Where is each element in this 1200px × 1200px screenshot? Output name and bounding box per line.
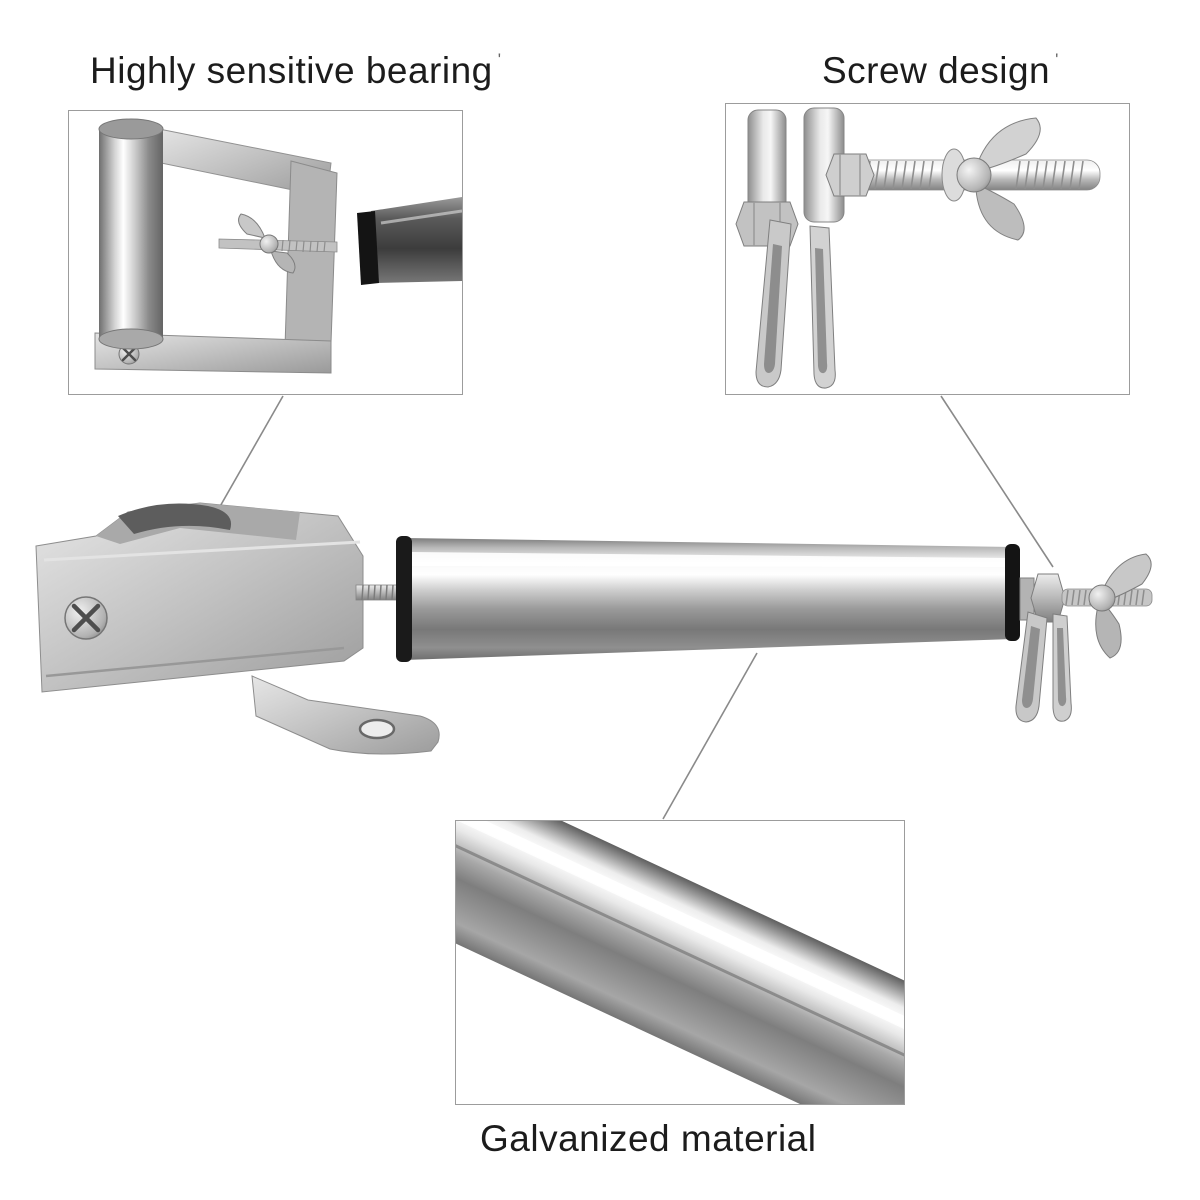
flange-hole [358, 718, 396, 740]
bearing-roller [98, 118, 164, 350]
label-tick: ' [497, 50, 502, 69]
wing-lower [1095, 603, 1122, 659]
fork-blades-detail [755, 219, 836, 389]
inset-screw-detail [725, 103, 1130, 395]
mount-flange [251, 675, 440, 755]
callout-label-screw: Screw design' [822, 50, 1059, 92]
roller-tube [396, 536, 1020, 662]
callout-label-material: Galvanized material [480, 1118, 816, 1160]
wing-upper [1101, 553, 1152, 601]
wing-lower [975, 185, 1025, 241]
screw-detail-art [735, 107, 1101, 389]
bearing-dark-tube [357, 197, 462, 285]
inset-material-detail [455, 820, 905, 1105]
bearing-detail-art [94, 118, 462, 374]
wing-upper [977, 117, 1041, 171]
callout-text: Screw design [822, 50, 1051, 91]
material-detail-art [456, 821, 904, 1104]
callout-text: Galvanized material [480, 1118, 817, 1159]
bracket-assembly [35, 502, 440, 755]
wing-nut-body [1088, 584, 1116, 612]
label-tick: ' [1055, 50, 1059, 69]
bearing-wing-screw [218, 213, 338, 274]
callout-label-bearing: Highly sensitive bearing' [90, 50, 502, 92]
callout-text: Highly sensitive bearing [90, 50, 493, 91]
inset-bearing-detail [68, 110, 463, 395]
screw-wing-nut [941, 117, 1041, 241]
tube-end-cap-right [1005, 544, 1020, 641]
tube-closeup [456, 821, 904, 1104]
tube-end-cap-left [396, 536, 412, 662]
wing-nut-assembly [1015, 553, 1153, 723]
fork-blades [1015, 611, 1072, 723]
